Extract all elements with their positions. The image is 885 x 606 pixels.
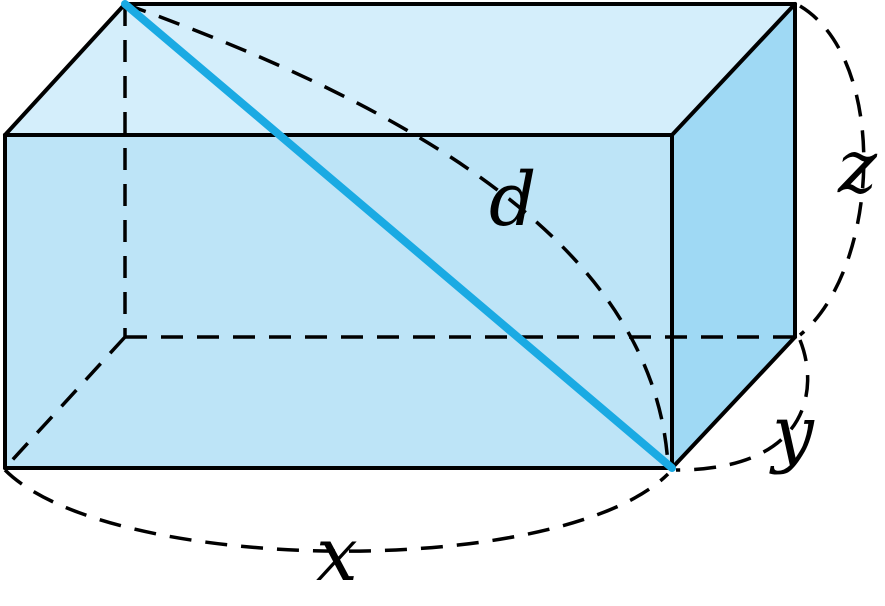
space-diagonal: [121, 0, 676, 472]
length-label: x: [316, 512, 358, 598]
length-arc: [3, 468, 670, 553]
edge-top-left: [3, 2, 127, 137]
depth-label: y: [769, 390, 815, 476]
height-label: z: [837, 124, 878, 210]
height-arc: [798, 4, 866, 337]
hidden-edge-depth: [3, 335, 127, 470]
front-face: [5, 135, 672, 468]
top-face: [5, 4, 795, 135]
depth-arc: [675, 339, 810, 472]
edge-top-right: [670, 2, 797, 137]
right-side-face: [672, 4, 795, 468]
diagonal-label: d: [489, 157, 536, 243]
edge-bottom-right: [670, 335, 797, 470]
diagonal-arc: [124, 2, 670, 466]
